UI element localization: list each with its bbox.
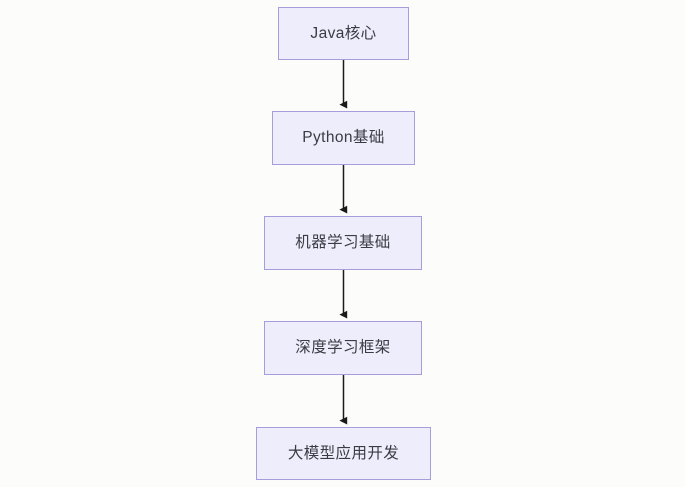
flowchart-node-label: Python基础 — [302, 129, 385, 147]
flowchart-node-label: 大模型应用开发 — [287, 444, 400, 462]
flowchart-node-label: Java核心 — [310, 24, 377, 42]
flowchart-node-label: 机器学习基础 — [295, 234, 391, 252]
flowchart-node-llm-app-dev[interactable]: 大模型应用开发 — [256, 427, 431, 480]
flowchart-node-dl-framework[interactable]: 深度学习框架 — [264, 321, 422, 375]
flowchart-node-java-core[interactable]: Java核心 — [278, 7, 409, 60]
flowchart-node-ml-basics[interactable]: 机器学习基础 — [264, 216, 422, 270]
flowchart-node-label: 深度学习框架 — [295, 339, 391, 357]
flowchart-node-python-basics[interactable]: Python基础 — [272, 111, 415, 165]
